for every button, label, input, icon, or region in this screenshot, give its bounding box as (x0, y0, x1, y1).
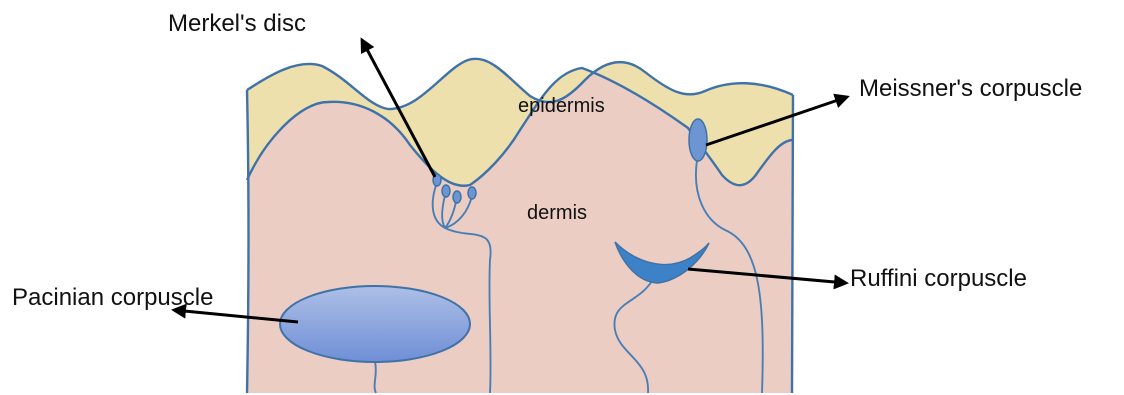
meissner-corpuscle-label: Meissner's corpuscle (859, 75, 1082, 102)
merkel-disc-label: Merkel's disc (168, 10, 306, 37)
ruffini-corpuscle-label: Ruffini corpuscle (850, 265, 1027, 292)
epidermis-label: epidermis (518, 95, 605, 117)
skin-right-edge (792, 95, 793, 393)
pacinian-corpuscle-label: Pacinian corpuscle (12, 284, 213, 311)
pacinian-corpuscle (280, 286, 470, 362)
dermis-label: dermis (527, 202, 587, 224)
meissner-corpuscle (689, 119, 707, 161)
skin-left-edge (247, 90, 249, 393)
